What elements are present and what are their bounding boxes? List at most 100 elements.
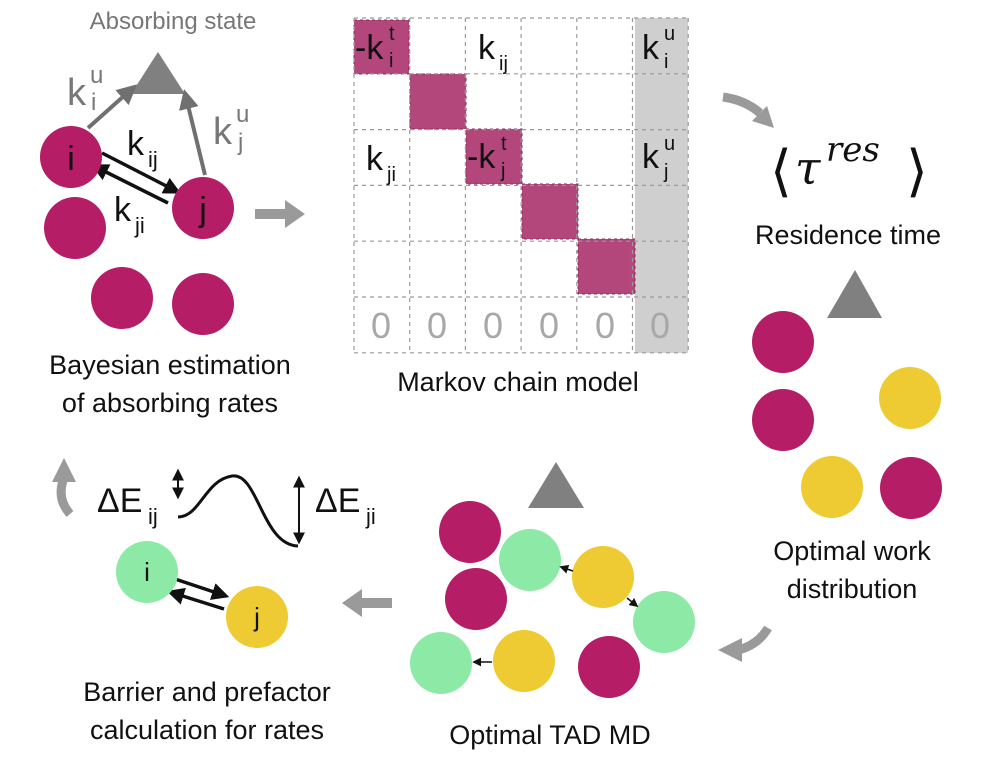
svg-text:k: k [366,140,384,178]
barrier-caption-line2: calculation for rates [90,715,324,745]
svg-text:k: k [213,111,233,153]
absorbing-state-triangle [131,52,185,94]
svg-text:t: t [501,133,507,155]
magenta-state [439,501,501,563]
svg-text:k: k [127,125,145,163]
cell-minus-kit: -k t i [355,23,395,72]
yellow-state [801,456,863,518]
flow-arrow-to-tad [736,625,772,655]
state-node [91,267,153,329]
arrow-j-to-i [166,587,225,611]
svg-text:j: j [237,129,243,156]
flow-arrow-to-markov [255,200,305,228]
state-j [172,177,234,239]
work-distribution-panel: Optimal work distribution [752,270,942,604]
barrier-panel: ΔE ij ΔE ji i j Barrier and prefactor ca… [83,468,376,745]
zero-cell: 0 [371,305,391,346]
rate-label-kij: k ij [127,125,158,172]
svg-text:k: k [642,29,660,67]
svg-text:k: k [67,72,87,114]
state-i-label: i [67,140,75,178]
svg-text:ΔE: ΔE [97,482,142,520]
svg-text:k: k [642,138,660,176]
svg-text:i: i [389,50,393,72]
zero-cell: 0 [483,305,503,346]
markov-matrix: -k t i k ij k u i k ji -k t j k u j 0 [353,17,689,397]
flow-arrow-head [752,106,774,128]
svg-text:u: u [90,62,103,89]
bayes-caption-line1: Bayesian estimation [49,350,291,380]
magenta-state [445,568,507,630]
zero-cell: 0 [539,305,559,346]
svg-text:i: i [664,51,668,73]
green-state [633,591,695,653]
markov-caption: Markov chain model [397,367,639,397]
cell-kiu: k u i [642,23,675,73]
state-node [44,197,106,259]
absorbing-state-label: Absorbing state [90,8,257,35]
rate-label-kiu: k u i [67,62,103,116]
tad-caption: Optimal TAD MD [449,720,651,750]
state-j-label: j [253,602,260,632]
tau-symbol: τ [795,141,822,195]
svg-text:j: j [663,161,668,183]
yellow-state [493,630,555,692]
svg-text:ij: ij [499,53,508,75]
zero-cell: 0 [650,305,670,346]
transition-arrow [559,565,574,574]
svg-text:u: u [236,101,249,128]
magenta-state [752,311,814,373]
svg-text:ij: ij [148,147,158,172]
absorbing-triangle [827,270,882,318]
barrier-label-ij: ΔE ij [97,482,158,529]
arrow-j-to-i [90,164,169,205]
svg-text:ji: ji [386,164,396,186]
flow-arrow-to-residence [722,92,763,117]
work-caption-line2: distribution [787,574,918,604]
barrier-caption-line1: Barrier and prefactor [83,677,331,707]
zero-cell: 0 [427,305,447,346]
state-i [40,126,102,188]
svg-text:-k: -k [355,29,384,67]
arrow-i-to-absorbing [86,84,137,130]
flow-arrow-head [52,458,76,482]
green-state [499,529,561,591]
tad-md-panel: Optimal TAD MD [410,462,695,750]
state-node [172,273,234,335]
state-j [226,586,288,648]
bayesian-panel: Absorbing state k u i k u j k ij k ji i [40,8,291,418]
yellow-state [879,367,941,429]
diag-cell [409,73,467,130]
residence-panel: ⟨ τ res ⟩ Residence time [755,130,941,250]
svg-text:j: j [500,160,505,182]
svg-text:k: k [114,191,132,229]
diag-cell [465,128,523,185]
arrow-i-to-j [171,576,230,600]
svg-text:k: k [478,29,496,67]
flow-arrow-head [718,638,742,662]
res-superscript: res [826,130,880,170]
svg-text:ji: ji [365,504,376,529]
energy-landscape-curve [177,474,299,548]
svg-text:u: u [664,133,675,155]
diag-cell [521,183,579,240]
arrow-i-to-j [101,151,182,194]
magenta-state [578,636,640,698]
bayes-caption-line2: of absorbing rates [62,388,278,418]
rate-label-kji: k ji [114,191,145,238]
arrow-j-to-absorbing [179,89,207,176]
zero-cell: 0 [595,305,615,346]
svg-text:u: u [664,23,675,45]
cell-minus-kjt: -k t j [467,133,507,182]
diag-cell [353,19,410,75]
cell-kij: k ij [478,29,508,75]
diag-cell [577,238,636,295]
work-caption-line1: Optimal work [773,536,931,566]
flow-arrow-to-bayesian [56,476,74,517]
svg-text:ΔE: ΔE [315,482,360,520]
absorbing-triangle [528,462,584,508]
svg-text:i: i [91,89,96,116]
residence-caption: Residence time [755,220,941,250]
rate-label-kju: k u j [213,101,249,156]
